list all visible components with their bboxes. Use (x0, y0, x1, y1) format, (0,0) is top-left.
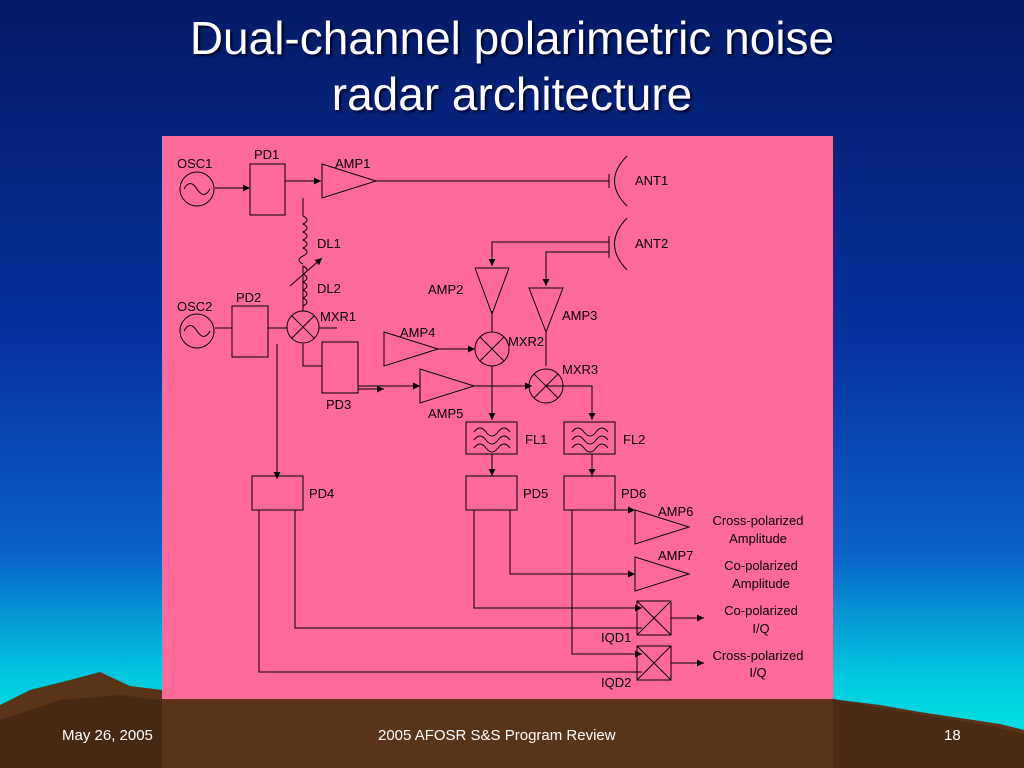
footer-event: 2005 AFOSR S&S Program Review (378, 727, 616, 744)
iqd1-demodulator (636, 600, 672, 636)
label-ant1: ANT1 (635, 173, 668, 188)
iqd2-demodulator (636, 645, 672, 681)
osc2-sine-source (179, 313, 215, 349)
title-line-2: radar architecture (331, 68, 693, 120)
output-label-cross-iq-1: Cross-polarized (712, 648, 803, 663)
label-ant2: ANT2 (635, 236, 668, 251)
label-pd5: PD5 (523, 486, 548, 501)
label-osc1: OSC1 (177, 156, 212, 171)
label-mxr2: MXR2 (508, 334, 544, 349)
slide-title: Dual-channel polarimetric noise radar ar… (40, 10, 984, 122)
dl1-delay-line-coil (298, 215, 308, 265)
mxr1-mixer (286, 310, 320, 344)
title-line-1: Dual-channel polarimetric noise (189, 12, 835, 64)
output-label-co-amplitude-1: Co-polarized (724, 558, 798, 573)
label-pd1: PD1 (254, 147, 279, 162)
label-amp4: AMP4 (400, 325, 435, 340)
label-pd6: PD6 (621, 486, 646, 501)
pd4-block (251, 475, 304, 511)
osc1-sine-source (179, 171, 215, 207)
amp2-triangle (474, 267, 510, 316)
label-iqd1: IQD1 (601, 630, 631, 645)
dl2-variable-arrow (289, 257, 323, 287)
label-amp3: AMP3 (562, 308, 597, 323)
output-label-cross-iq-2: I/Q (749, 665, 766, 680)
output-label-co-iq-1: Co-polarized (724, 603, 798, 618)
amp3-triangle (528, 287, 564, 334)
label-dl2: DL2 (317, 281, 341, 296)
diagram-panel (162, 136, 833, 699)
label-amp1: AMP1 (335, 156, 370, 171)
pd2-block (231, 305, 269, 358)
output-label-cross-amplitude-1: Cross-polarized (712, 513, 803, 528)
label-pd2: PD2 (236, 290, 261, 305)
label-fl2: FL2 (623, 432, 645, 447)
amp5-triangle (419, 368, 476, 404)
label-mxr3: MXR3 (562, 362, 598, 377)
pd1-block (249, 163, 286, 216)
mxr3-mixer (528, 368, 564, 404)
label-amp6: AMP6 (658, 504, 693, 519)
radar-block-diagram: OSC1 OSC2 PD1 PD2 PD3 PD4 PD5 PD6 AMP1 A… (177, 147, 804, 690)
amp1-triangle (321, 163, 378, 199)
label-mxr1: MXR1 (320, 309, 356, 324)
label-fl1: FL1 (525, 432, 547, 447)
amp4-triangle (383, 331, 440, 367)
ant2-antenna (608, 217, 628, 271)
footer-date: May 26, 2005 (62, 727, 153, 744)
label-amp7: AMP7 (658, 548, 693, 563)
label-dl1: DL1 (317, 236, 341, 251)
slide-number: 18 (944, 727, 961, 744)
amp7-triangle (634, 556, 691, 592)
label-amp5: AMP5 (428, 406, 463, 421)
label-amp2: AMP2 (428, 282, 463, 297)
amp6-triangle (634, 509, 691, 545)
output-label-co-iq-2: I/Q (752, 621, 769, 636)
label-osc2: OSC2 (177, 299, 212, 314)
ant1-antenna (608, 155, 628, 207)
pd6-block (563, 475, 616, 511)
mountain-silhouette (0, 672, 1024, 768)
output-label-co-amplitude-2: Amplitude (732, 576, 790, 591)
label-pd4: PD4 (309, 486, 334, 501)
output-label-cross-amplitude-2: Amplitude (729, 531, 787, 546)
label-pd3: PD3 (326, 397, 351, 412)
mxr2-mixer (474, 331, 510, 367)
fl1-filter (465, 421, 518, 455)
fl2-filter (563, 421, 616, 455)
pd5-block (465, 475, 518, 511)
label-iqd2: IQD2 (601, 675, 631, 690)
pd3-block (321, 341, 359, 394)
